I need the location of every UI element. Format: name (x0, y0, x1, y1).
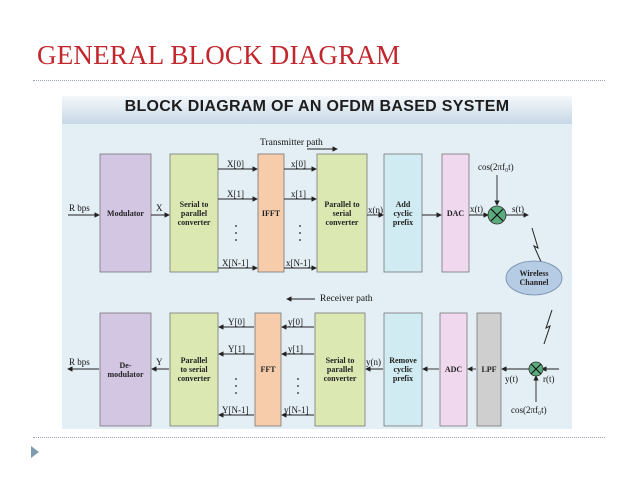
tx-xt-label: x(t) (470, 204, 483, 214)
rx-demodulator-label: De- modulator (107, 360, 144, 379)
rx-carrier-label: cos(2πf₀t) (511, 405, 547, 415)
rx-Y1-label: Y[1] (228, 344, 245, 354)
rx-remove-prefix-label: Remove cyclic prefix (389, 356, 417, 383)
rx-Y0-label: Y[0] (228, 317, 245, 327)
receiver-path-label: Receiver path (320, 294, 373, 304)
rx-fft-block (254, 312, 282, 427)
ofdm-block-diagram: BLOCK DIAGRAM OF AN OFDM BASED SYSTEM Tr… (62, 96, 572, 429)
tx-dac-label: DAC (446, 208, 465, 218)
footer-divider (33, 437, 605, 438)
rx-adc-label: ADC (444, 365, 463, 374)
diagram-header-band (62, 96, 572, 124)
diagram-title: BLOCK DIAGRAM OF AN OFDM BASED SYSTEM (124, 98, 510, 115)
rx-demodulator-block (99, 312, 152, 427)
rx-rt-label: r(t) (543, 374, 555, 384)
tx-carrier-label: cos(2πf₀t) (478, 162, 514, 172)
tx-ifft-label: IFFT (261, 208, 281, 218)
tx-st-label: s(t) (512, 204, 524, 214)
rx-output-rate-label: R bps (69, 357, 90, 367)
tx-add-prefix-label: Add cyclic prefix (392, 199, 414, 227)
tx-dac-block (441, 153, 470, 273)
tx-modulator-label: Modulator (107, 208, 144, 218)
rx-antenna-signal-icon (543, 309, 553, 345)
rx-yn-label: y(n) (366, 357, 381, 367)
rx-mixer-icon (528, 361, 544, 377)
rx-y0-label: y[0] (288, 317, 303, 327)
rx-parallel-serial-label: Parallel to serial converter (177, 356, 211, 383)
transmitter-path-label: Transmitter path (260, 138, 323, 148)
tx-antenna-signal-icon (531, 227, 543, 265)
slide-title: GENERAL BLOCK DIAGRAM (37, 40, 401, 70)
tx-xn-label: x(n) (368, 205, 383, 215)
tx-XN1-label: X[N-1] (222, 258, 249, 268)
tx-parallel-serial-label: Parallel to serial converter (324, 199, 360, 227)
tx-X-label: X (156, 203, 163, 213)
wireless-channel-cloud-icon (505, 260, 563, 296)
rx-Y-label: Y (156, 357, 163, 367)
rx-serial-parallel-block (314, 312, 366, 427)
tx-serial-parallel-block (169, 153, 219, 273)
rx-fft-label: FFT (260, 365, 276, 374)
bullet-arrow-icon (31, 446, 39, 458)
tx-x0-label: x[0] (291, 159, 306, 169)
tx-X1-label: X[1] (227, 189, 244, 199)
tx-mixer-icon (487, 205, 507, 225)
title-divider (33, 80, 605, 81)
wireless-channel-label: Wireless Channel (519, 269, 549, 287)
tx-X0-label: X[0] (227, 159, 244, 169)
rx-adc-block (439, 312, 468, 427)
rx-vertical-dots (235, 378, 299, 394)
tx-x1-label: x[1] (291, 189, 306, 199)
tx-modulator-block (99, 153, 152, 273)
rx-y1-label: y[1] (288, 344, 303, 354)
rx-yt-label: y(t) (505, 374, 518, 384)
rx-yN1-label: y[N-1] (284, 405, 309, 415)
rx-YN1-label: Y[N-1] (222, 405, 249, 415)
rx-parallel-serial-block (169, 312, 219, 427)
tx-add-prefix-block (383, 153, 423, 273)
tx-input-rate-label: R bps (69, 203, 90, 213)
rx-lpf-label: LPF (481, 365, 497, 374)
tx-vertical-dots (235, 225, 301, 241)
tx-parallel-serial-block (316, 153, 368, 273)
rx-lpf-block (476, 312, 502, 427)
rx-remove-prefix-block (383, 312, 423, 427)
tx-xN1-label: x[N-1] (286, 258, 311, 268)
diagram-graphics (62, 96, 572, 429)
tx-ifft-block (257, 153, 285, 273)
tx-serial-parallel-label: Serial to parallel converter (177, 199, 211, 227)
rx-serial-parallel-label: Serial to parallel converter (323, 356, 357, 383)
